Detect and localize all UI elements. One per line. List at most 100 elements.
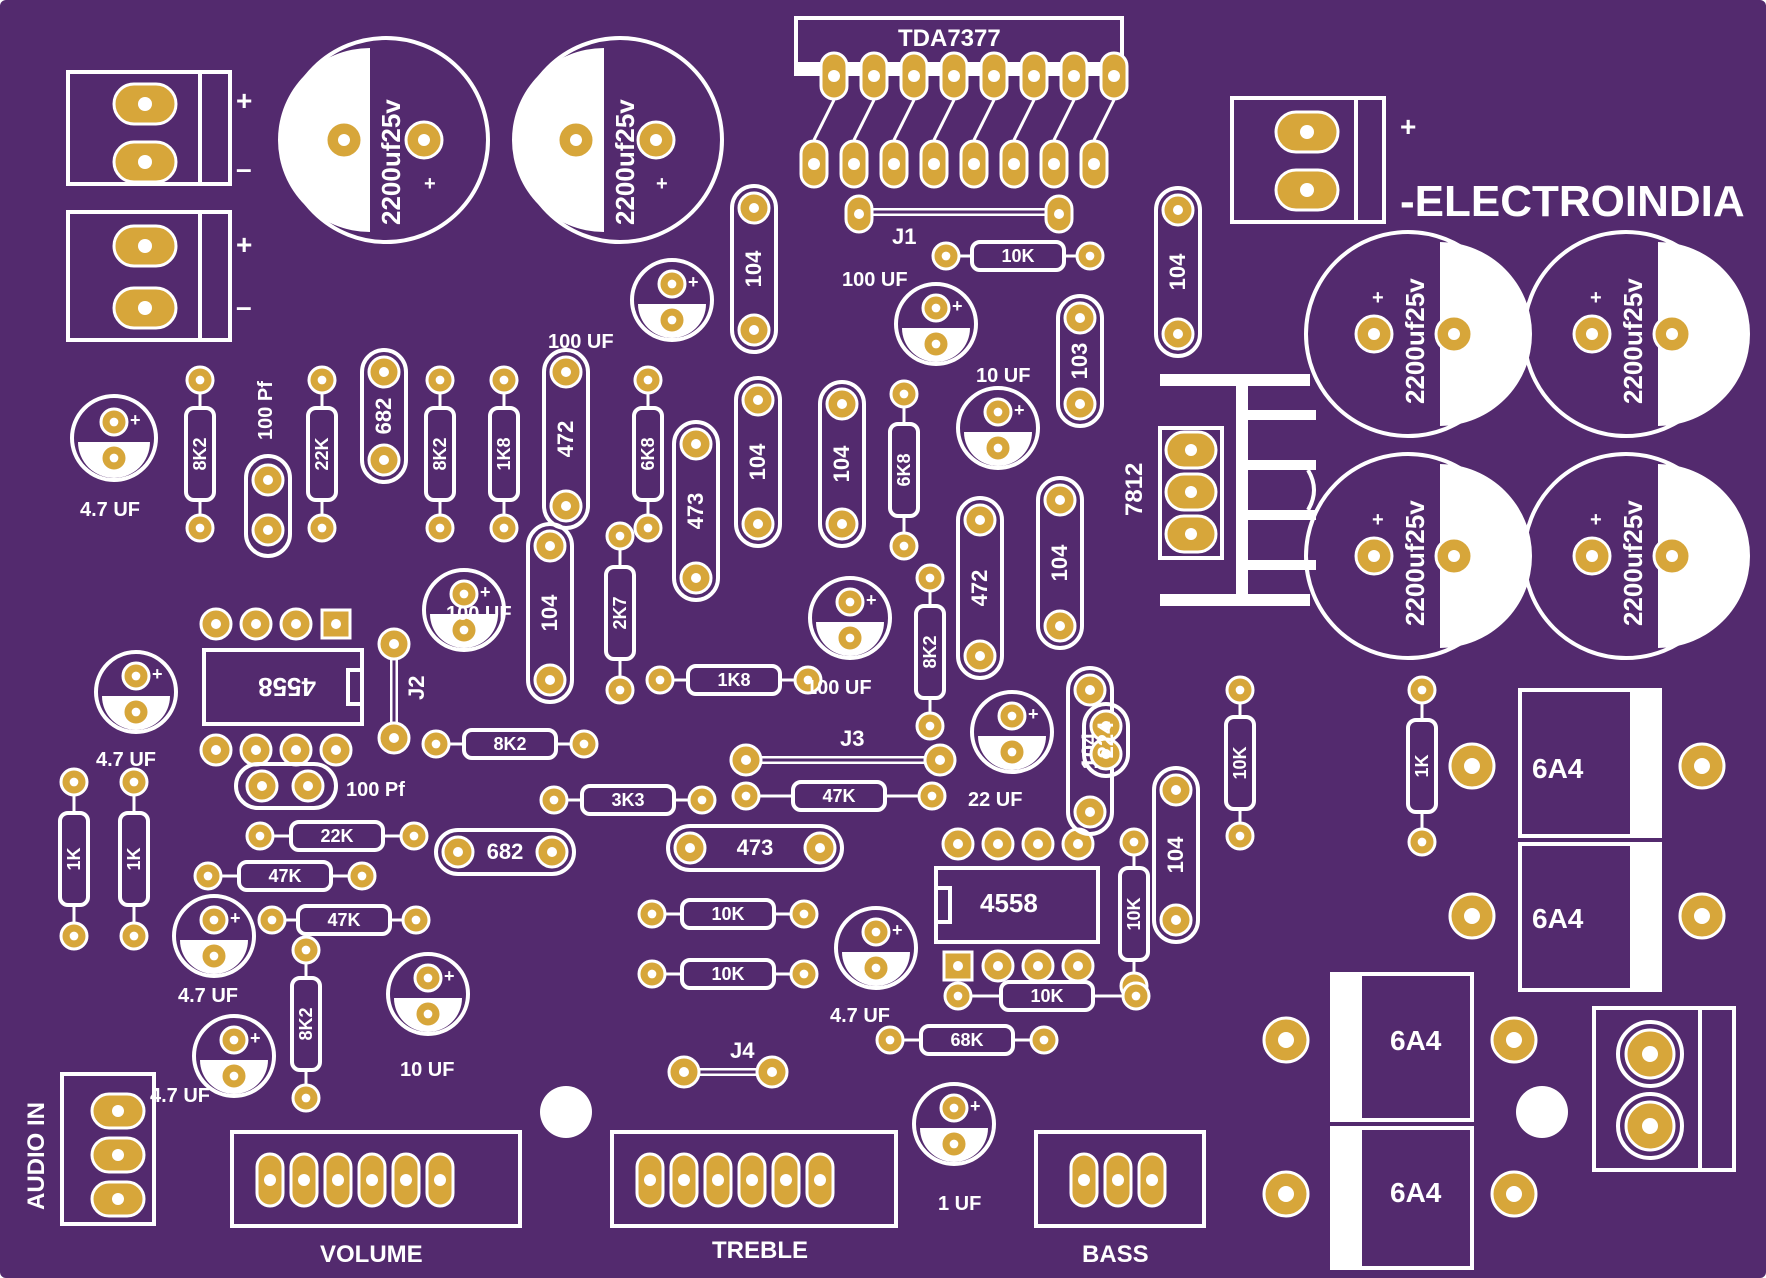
brand-label: -ELECTROINDIA	[1400, 177, 1745, 226]
ceramic-value: 104	[1047, 544, 1072, 581]
resistor-value: 1K	[1412, 754, 1432, 777]
capacitor-plus: +	[424, 173, 436, 195]
ceramic-capacitor: 473	[672, 420, 720, 602]
resistor-value: 47K	[327, 910, 360, 930]
resistor: 47K	[257, 904, 431, 936]
ceramic-value: 682	[371, 398, 396, 435]
capacitor-value: 100 Pf	[346, 779, 405, 801]
capacitor-value: 4.7 UF	[178, 985, 238, 1007]
capacitor-value: 100 UF	[446, 603, 512, 625]
resistor: 8K2	[914, 563, 946, 741]
pot-header-volume: VOLUME	[230, 1130, 522, 1268]
capacitor-large: 2200uf25v +	[1522, 452, 1750, 660]
ceramic-value: 473	[683, 493, 708, 530]
ceramic-value: 104	[537, 594, 562, 631]
jumper-label: J1	[892, 224, 916, 249]
resistor-value: 1K	[64, 847, 84, 870]
resistor-value: 10K	[711, 904, 744, 924]
capacitor-value: 10 UF	[400, 1059, 454, 1081]
terminal-plus-label: +	[1400, 111, 1416, 142]
diode-label: 6A4	[1532, 753, 1584, 784]
capacitor-large: 2200uf25v +	[512, 36, 724, 244]
capacitor-value: 4.7 UF	[830, 1005, 890, 1027]
capacitor-plus: +	[130, 410, 141, 430]
regulator-label: 7812	[1121, 463, 1148, 516]
resistor-value: 10K	[1001, 246, 1034, 266]
resistor-value: 10K	[1230, 746, 1250, 779]
capacitor-value: 10 UF	[976, 365, 1030, 387]
capacitor-value: 2200uf25v	[1400, 500, 1430, 626]
electrolytic-capacitor: +4.7 UF	[172, 894, 256, 1007]
capacitor-value: 2200uf25v	[376, 99, 406, 225]
ic-tda7377: TDA7377	[794, 16, 1129, 189]
terminal-plus-label: +	[236, 229, 252, 260]
resistor-value: 6K8	[894, 453, 914, 486]
resistor: 3K3	[539, 784, 717, 816]
resistor: 8K2	[290, 935, 322, 1113]
resistor: 22K	[306, 365, 338, 543]
capacitor-plus: +	[688, 272, 699, 292]
ceramic-100pf: 100 Pf	[234, 762, 405, 810]
capacitor-large: 2200uf25v +	[1522, 230, 1750, 438]
resistor: 10K	[637, 958, 819, 990]
capacitor-value: 1 UF	[938, 1193, 981, 1215]
ceramic-capacitor: 104	[734, 376, 782, 548]
capacitor-plus: +	[952, 296, 963, 316]
capacitor-plus: +	[892, 920, 903, 940]
terminal-block-output	[1592, 1006, 1736, 1172]
capacitor-value: 100 UF	[842, 269, 908, 291]
terminal-block-power-2: + –	[66, 210, 252, 342]
ceramic-value: 104	[829, 445, 854, 482]
ceramic-capacitor: 682	[434, 828, 576, 876]
capacitor-plus: +	[1372, 287, 1384, 309]
electrolytic-capacitor: +100 UF	[422, 568, 512, 652]
resistor: 8K2	[421, 728, 599, 760]
resistor: 1K8	[488, 365, 520, 543]
electrolytic-capacitor: +100 UF	[806, 576, 892, 699]
ceramic-capacitor: 472	[542, 348, 590, 530]
jumper-j2: J2	[377, 627, 429, 755]
resistor: 2K7	[604, 521, 636, 705]
capacitor-value: 2200uf25v	[1400, 278, 1430, 404]
resistor-value: 3K3	[611, 790, 644, 810]
electrolytic-capacitor: +100 UF	[548, 258, 714, 353]
capacitor-value: 22 UF	[968, 789, 1022, 811]
resistor: 1K8	[645, 664, 823, 696]
capacitor-value: 100 UF	[548, 331, 614, 353]
jumper-label: J3	[840, 726, 864, 751]
capacitor-plus: +	[250, 1028, 261, 1048]
resistor-value: 10K	[1124, 897, 1144, 930]
electrolytic-capacitor: +22 UF	[968, 690, 1054, 811]
capacitor-value: 2200uf25v	[1618, 500, 1648, 626]
capacitor-plus: +	[152, 664, 163, 684]
resistor-value: 8K2	[920, 635, 940, 668]
electrolytic-capacitor: +4.7 UF	[150, 1014, 276, 1107]
volume-label: VOLUME	[320, 1241, 423, 1268]
resistor: 10K	[1224, 675, 1256, 851]
capacitor-large: 2200uf25v +	[1304, 452, 1532, 660]
resistor: 22K	[245, 820, 429, 852]
pot-header-treble: TREBLE	[610, 1130, 898, 1264]
bass-label: BASS	[1082, 1241, 1149, 1268]
resistor-value: 22K	[320, 826, 353, 846]
resistor: 6K8	[888, 379, 920, 561]
resistor: 10K	[943, 980, 1151, 1012]
capacitor-value: 100 UF	[806, 677, 872, 699]
mounting-hole	[540, 1086, 592, 1138]
regulator-7812: 7812	[1121, 374, 1316, 606]
resistor-value: 8K2	[296, 1007, 316, 1040]
diode-label: 6A4	[1532, 903, 1584, 934]
ceramic-value: 472	[967, 570, 992, 607]
electrolytic-capacitor: +1 UF	[912, 1082, 996, 1215]
resistor-value: 8K2	[493, 734, 526, 754]
terminal-minus-label: –	[236, 153, 252, 184]
electrolytic-capacitor: +4.7 UF	[94, 650, 178, 771]
resistor-value: 10K	[711, 964, 744, 984]
terminal-block-speaker: +	[1230, 96, 1416, 224]
resistor-value: 10K	[1030, 986, 1063, 1006]
resistor-value: 8K2	[190, 437, 210, 470]
jumper-j3: J3	[729, 726, 957, 777]
capacitor-plus: +	[1014, 400, 1025, 420]
capacitor-value: 2200uf25v	[610, 99, 640, 225]
